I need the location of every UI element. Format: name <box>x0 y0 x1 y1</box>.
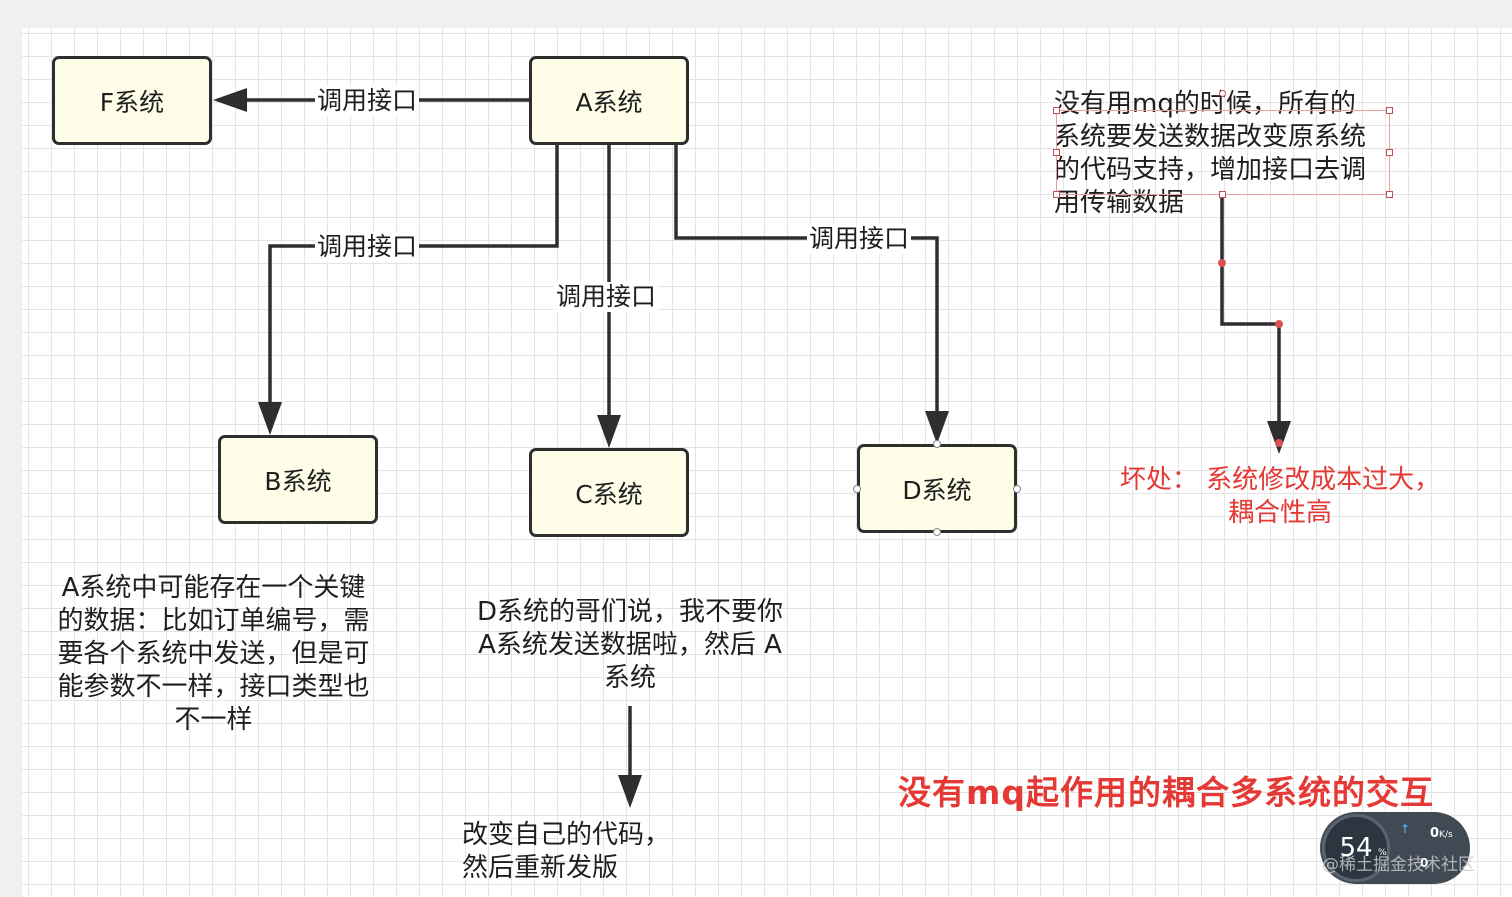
box-d-system[interactable]: D系统 <box>857 444 1017 533</box>
diagram-canvas <box>22 28 1512 897</box>
note-key-data-line-2: 的数据：比如订单编号，需 <box>57 606 370 636</box>
selection-handle-bl[interactable] <box>1053 191 1060 198</box>
note-no-mq-line-1: 没有用mq的时候，所有的 <box>1054 89 1356 119</box>
note-no-mq-line-4: 用传输数据 <box>1054 188 1185 218</box>
selection-handle-tr[interactable] <box>1386 107 1393 114</box>
box-b-system[interactable]: B系统 <box>218 435 378 524</box>
arrowhead-drawback <box>1267 421 1291 454</box>
edge-label-a-to-d: 调用接口 <box>807 224 912 254</box>
port-d-bottom[interactable] <box>933 528 941 536</box>
box-c-system[interactable]: C系统 <box>529 448 689 537</box>
edge-a-to-d <box>674 144 939 414</box>
note-key-data-line-4: 能参数不一样，接口类型也 <box>57 672 370 702</box>
note-drawback[interactable]: 坏处： 系统修改成本过大， 耦合性高 <box>1100 464 1460 530</box>
note-d-says-line-3: 系统 <box>603 663 656 693</box>
arrowhead-f <box>213 88 247 112</box>
upload-arrow-icon: ↑ <box>1400 822 1411 836</box>
upload-unit: K/s <box>1439 830 1453 840</box>
edge-a-to-b <box>268 144 559 405</box>
note-key-data[interactable]: A系统中可能存在一个关键 的数据：比如订单编号，需 要各个系统中发送，但是可 能… <box>36 572 391 737</box>
selection-box <box>1056 110 1390 195</box>
port-d-right[interactable] <box>1013 485 1021 493</box>
selection-handle-br[interactable] <box>1386 191 1393 198</box>
edge-note-to-drawback <box>1220 195 1281 424</box>
upload-speed: 0K/s <box>1430 826 1453 841</box>
note-drawback-line-2: 耦合性高 <box>1227 498 1332 528</box>
percent-sign: % <box>1378 848 1387 858</box>
arrowhead-b <box>258 402 282 435</box>
note-no-mq-line-2: 系统要发送数据改变原系统 <box>1054 122 1367 152</box>
box-a-system[interactable]: A系统 <box>529 56 689 145</box>
port-d-top[interactable] <box>933 440 941 448</box>
note-no-mq[interactable]: 没有用mq的时候，所有的 系统要发送数据改变原系统 的代码支持，增加接口去调 用… <box>1054 88 1399 220</box>
arrowhead-d <box>925 411 949 444</box>
edge-label-a-to-c: 调用接口 <box>554 282 659 312</box>
selection-handle-tl[interactable] <box>1053 107 1060 114</box>
waypoint-2 <box>1275 320 1283 328</box>
waypoint-1 <box>1218 259 1226 267</box>
selection-handle-bm[interactable] <box>1219 191 1226 198</box>
box-b-label: B系统 <box>264 466 332 496</box>
diagram-title: 没有mq起作用的耦合多系统的交互 <box>898 773 1435 812</box>
note-drawback-line-1: 坏处： 系统修改成本过大， <box>1119 465 1441 495</box>
note-key-data-line-5: 不一样 <box>174 705 253 735</box>
network-speed-widget[interactable]: 54 % ↑ 0K/s 0 <box>1320 812 1470 884</box>
selection-rotate-handle[interactable] <box>1219 90 1226 97</box>
watermark: @稀土掘金技术社区 <box>1322 855 1475 875</box>
note-no-mq-line-3: 的代码支持，增加接口去调 <box>1054 155 1367 185</box>
box-a-label: A系统 <box>575 87 643 117</box>
selection-handle-ml[interactable] <box>1053 149 1060 156</box>
edge-label-a-to-f: 调用接口 <box>315 86 420 116</box>
note-change-code-line-2: 然后重新发版 <box>462 853 619 883</box>
box-f-label: F系统 <box>99 87 165 117</box>
note-d-says-line-1: D系统的哥们说，我不要你 <box>476 597 784 627</box>
note-key-data-line-1: A系统中可能存在一个关键 <box>61 573 366 603</box>
arrowhead-c <box>597 415 621 448</box>
upload-value: 0 <box>1430 826 1440 841</box>
waypoint-3 <box>1275 439 1283 447</box>
note-change-code-line-1: 改变自己的代码， <box>462 820 671 850</box>
box-d-label: D系统 <box>902 475 972 505</box>
box-c-label: C系统 <box>575 479 643 509</box>
arrowhead-change <box>618 775 642 808</box>
note-change-code[interactable]: 改变自己的代码， 然后重新发版 <box>462 819 722 885</box>
speed-gauge: 54 <box>1322 814 1390 882</box>
port-d-left[interactable] <box>853 485 861 493</box>
speed-percent: 54 <box>1339 833 1373 863</box>
note-key-data-line-3: 要各个系统中发送，但是可 <box>57 639 370 669</box>
selection-handle-mr[interactable] <box>1386 149 1393 156</box>
note-d-says-line-2: A系统发送数据啦，然后 A <box>478 630 782 660</box>
box-f-system[interactable]: F系统 <box>52 56 212 145</box>
note-d-says[interactable]: D系统的哥们说，我不要你 A系统发送数据啦，然后 A 系统 <box>455 596 805 695</box>
download-speed: 0 <box>1420 856 1429 870</box>
edge-label-a-to-b: 调用接口 <box>315 232 420 262</box>
